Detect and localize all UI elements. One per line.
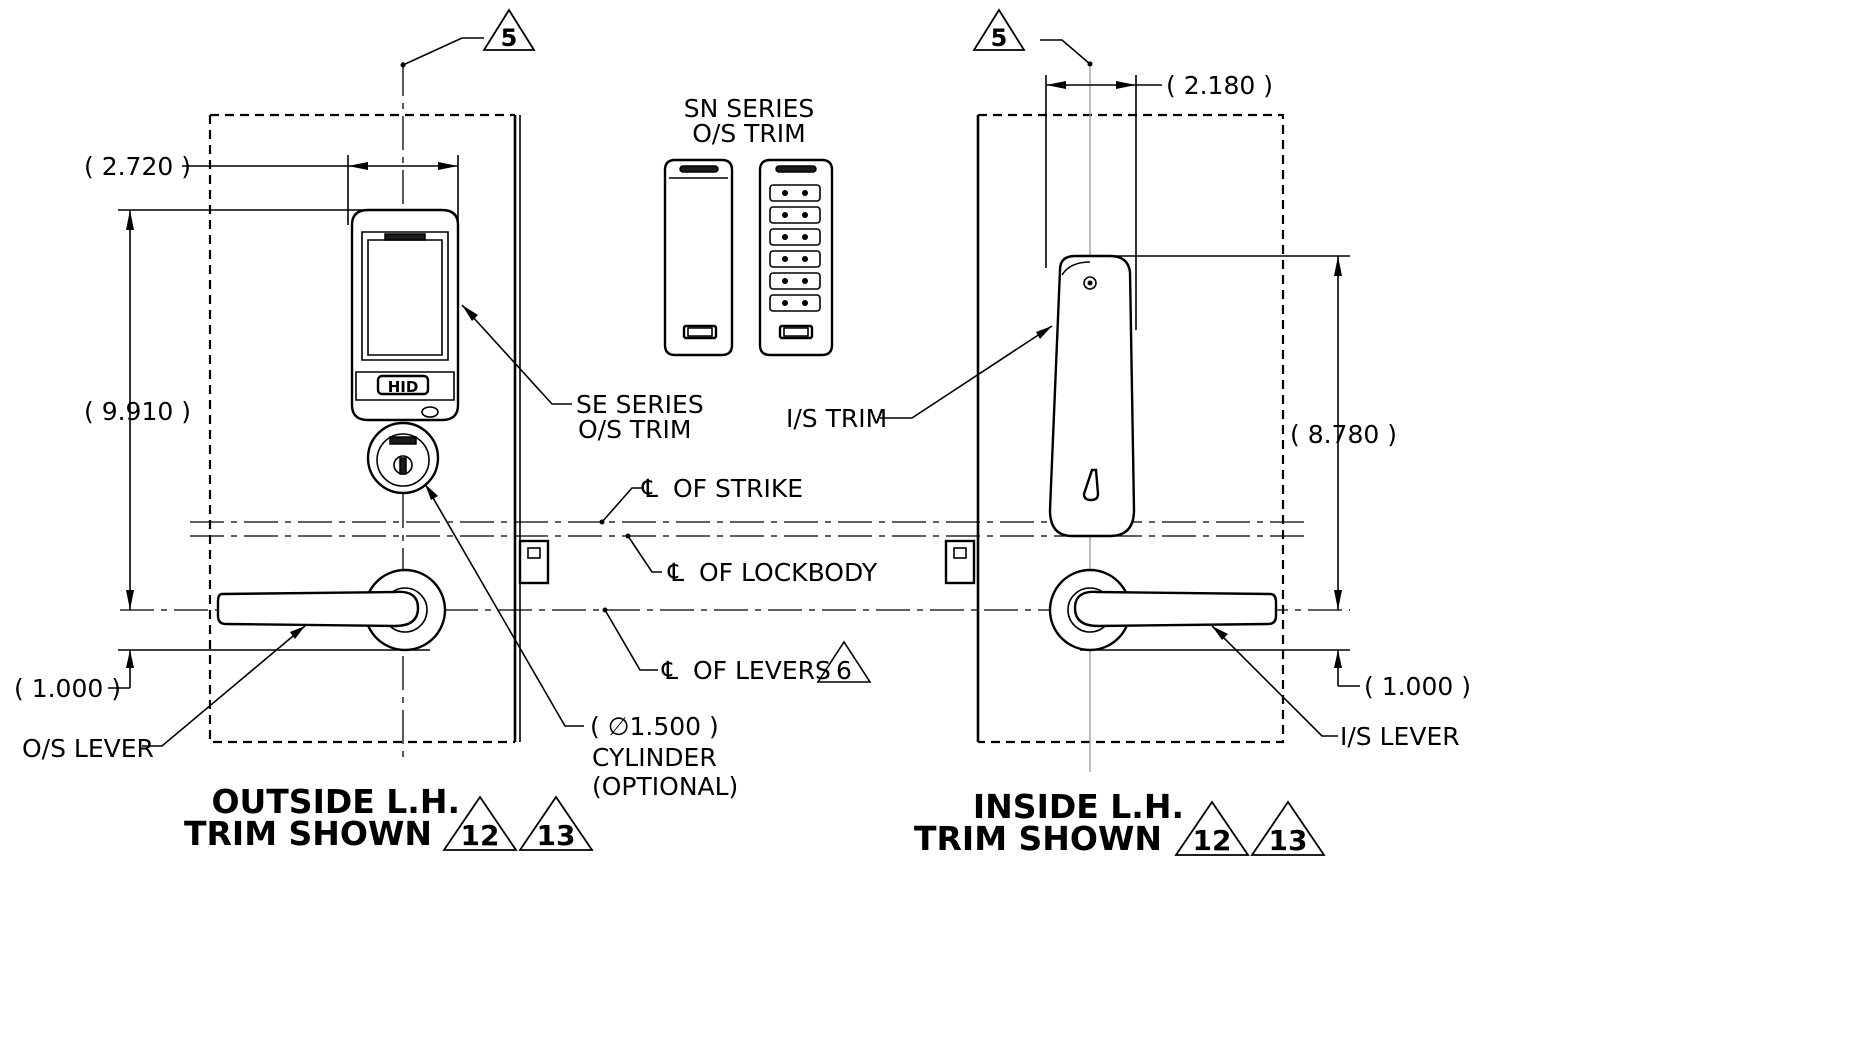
svg-text:12: 12 [461, 819, 500, 852]
inside-latch [944, 539, 976, 585]
se-series-sublabel: O/S TRIM [578, 415, 692, 444]
se-series-label: SE SERIES [576, 390, 704, 419]
dim-outside-lever-offset: ( 1.000 ) [14, 674, 121, 703]
centerline-symbol-lockbody: ℄ [667, 558, 684, 587]
outside-title-line1: OUTSIDE L.H. [211, 782, 460, 821]
note-triangle-13-inside: 13 [1250, 800, 1326, 857]
dimension-lines [108, 75, 1360, 689]
is-trim-label: I/S TRIM [786, 404, 887, 433]
dim-outside-height: ( 9.910 ) [84, 397, 191, 426]
cl-strike-label: OF STRIKE [673, 474, 803, 503]
dim-inside-width: ( 2.180 ) [1166, 71, 1273, 100]
cylinder-diameter: ( ∅1.500 ) [590, 712, 719, 741]
cylinder-label: CYLINDER [592, 743, 717, 772]
note-triangle-13-outside: 13 [518, 795, 594, 852]
note-triangle-5-right: 5 [972, 8, 1026, 52]
leader-lines [142, 37, 1338, 747]
svg-text:6: 6 [836, 656, 852, 685]
inside-door-outline [976, 113, 1285, 744]
inside-title-line1: INSIDE L.H. [973, 787, 1184, 826]
is-lever-label: I/S LEVER [1340, 722, 1460, 751]
outside-latch [518, 539, 550, 585]
dim-inside-height: ( 8.780 ) [1290, 420, 1397, 449]
inside-trim [1048, 254, 1136, 538]
sn-series-sublabel: O/S TRIM [692, 119, 806, 148]
note-triangle-12-outside: 12 [442, 795, 518, 852]
svg-text:5: 5 [501, 24, 518, 52]
sn-reader-trim [663, 158, 734, 357]
se-series-trim: HID [350, 208, 460, 422]
note-triangle-6: 6 [816, 640, 872, 685]
centerline-symbol-levers: ℄ [661, 656, 678, 685]
keypad-buttons [769, 184, 821, 312]
cylinder [366, 421, 440, 495]
svg-text:5: 5 [991, 24, 1008, 52]
cylinder-optional-label: (OPTIONAL) [592, 772, 738, 801]
sn-series-label: SN SERIES [684, 94, 815, 123]
inside-lever [1048, 568, 1278, 652]
dim-outside-width: ( 2.720 ) [84, 152, 191, 181]
note-triangle-12-inside: 12 [1174, 800, 1250, 857]
sn-keypad-trim [758, 158, 834, 357]
outside-door-outline [208, 113, 521, 744]
outside-lever [216, 568, 447, 652]
os-lever-label: O/S LEVER [22, 734, 154, 763]
reader-logo: HID [388, 378, 419, 396]
svg-text:12: 12 [1193, 824, 1232, 857]
note-triangle-5-left: 5 [482, 8, 536, 52]
outside-title-line2: TRIM SHOWN [184, 814, 432, 853]
svg-text:13: 13 [537, 819, 576, 852]
dim-inside-lever-offset: ( 1.000 ) [1364, 672, 1471, 701]
cl-lockbody-label: OF LOCKBODY [699, 558, 878, 587]
inside-title-line2: TRIM SHOWN [914, 819, 1162, 858]
cl-levers-label: OF LEVERS [693, 656, 831, 685]
centerline-symbol-strike: ℄ [641, 474, 658, 503]
svg-text:13: 13 [1269, 824, 1308, 857]
